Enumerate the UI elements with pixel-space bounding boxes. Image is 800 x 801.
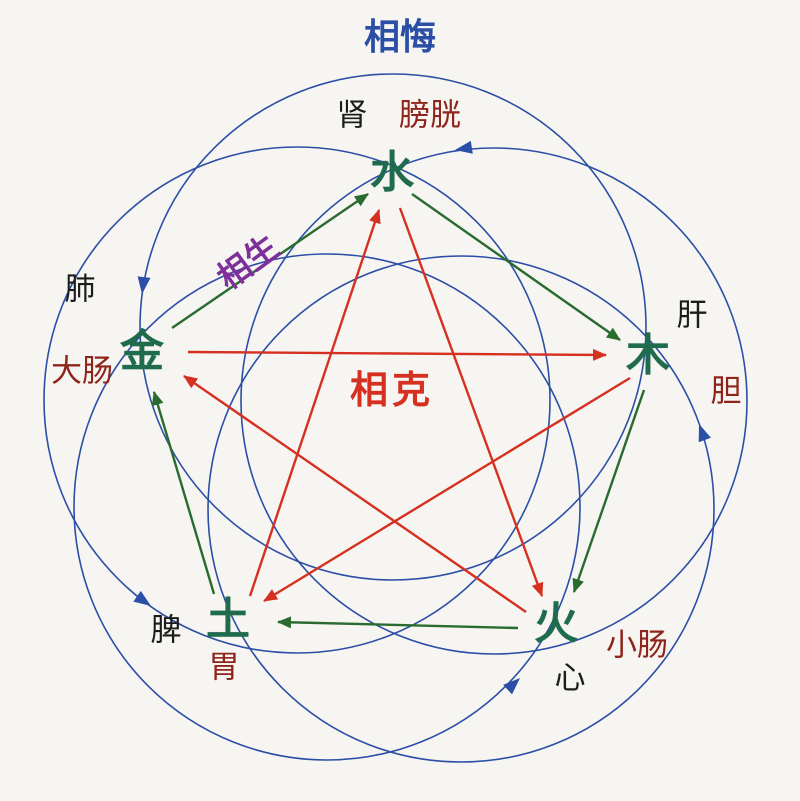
- gen-arrow-metal-to-water: [171, 193, 369, 329]
- fire-element-label: 火: [534, 598, 578, 649]
- spleen-label: 脾: [150, 612, 182, 649]
- hui-arrow-metal-to-earth: [133, 590, 151, 606]
- overcoming-cycle-title: 相克: [349, 368, 435, 412]
- circle-water: [139, 73, 647, 581]
- ke-arrow-metal-to-wood: [187, 348, 607, 361]
- gen-arrow-water-to-wood: [411, 193, 621, 341]
- bladder-label: 膀胱: [399, 97, 461, 134]
- hui-arrow-water-to-metal: [137, 276, 151, 294]
- reverse-cycle-title: 相悔: [363, 17, 437, 58]
- wood-element-label: 木: [626, 330, 670, 381]
- gen-arrow-earth-to-metal: [151, 391, 216, 595]
- ke-arrow-fire-to-metal: [183, 375, 527, 613]
- hui-arrow-fire-to-wood: [698, 424, 711, 443]
- generating-cycle-arrows: [151, 193, 646, 630]
- circle-fire: [207, 255, 715, 763]
- hui-arrow-earth-to-fire: [503, 678, 520, 695]
- ke-arrow-wood-to-earth: [263, 376, 631, 603]
- kidney-label: 肾: [336, 97, 368, 134]
- stomach-label: 胃: [208, 649, 240, 686]
- reverse-cycle-circles: [43, 73, 748, 763]
- circle-metal: [43, 146, 551, 654]
- hui-arrow-wood-to-water: [455, 140, 473, 154]
- large-intestine-label: 大肠: [51, 353, 113, 390]
- ke-arrow-earth-to-water: [248, 209, 381, 597]
- reverse-cycle-arrowheads: [133, 140, 711, 695]
- liver-label: 肝: [676, 297, 708, 334]
- gallbladder-label: 胆: [710, 373, 742, 410]
- gen-arrow-fire-to-earth: [277, 616, 519, 630]
- overcoming-cycle-arrows: [183, 207, 631, 613]
- earth-element-label: 土: [206, 594, 250, 645]
- circle-earth: [73, 253, 581, 761]
- heart-label: 心: [554, 660, 586, 697]
- small-intestine-label: 小肠: [606, 627, 668, 664]
- ke-arrow-water-to-fire: [398, 207, 544, 597]
- metal-element-label: 金: [120, 326, 164, 377]
- circle-wood: [240, 147, 748, 655]
- water-element-label: 水: [370, 147, 414, 198]
- gen-arrow-wood-to-fire: [572, 389, 646, 593]
- lung-label: 肺: [64, 271, 96, 308]
